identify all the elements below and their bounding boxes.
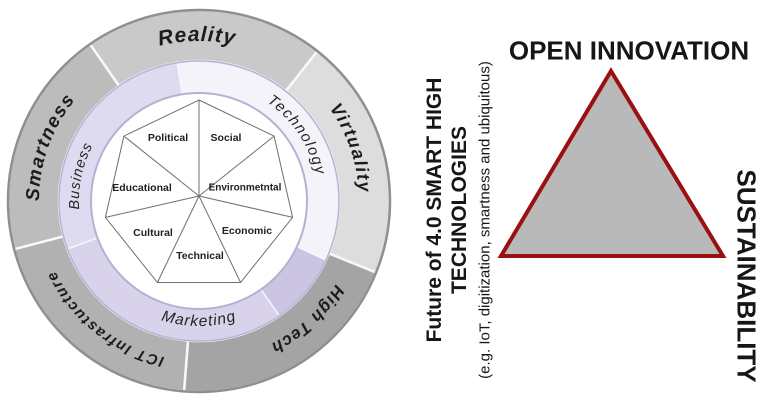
svg-text:Marketing: Marketing	[160, 308, 238, 330]
outer-ring-rim	[6, 8, 392, 394]
open-innovation-label: OPEN INNOVATION	[508, 35, 750, 66]
middle-ring-outer-edge	[58, 60, 340, 342]
triangle-diagram	[497, 67, 727, 258]
heptagon-label-social: Social	[211, 132, 242, 144]
heptagon-label-political: Political	[148, 132, 188, 144]
heptagon-label-educational: Educational	[112, 182, 172, 194]
smart-tech-wheel-diagram: Political Social Educational Environmetn…	[6, 8, 392, 394]
heptagon-label-cultural: Cultural	[133, 227, 173, 239]
heptagon-label-environmental: Environmetntal	[209, 183, 282, 194]
sustainability-label: SUSTAINABILITY	[731, 169, 761, 383]
middle-ring-label-marketing: Marketing	[160, 308, 237, 330]
heptagon-label-economic: Economic	[222, 225, 272, 237]
triangle-shape	[497, 67, 727, 258]
heptagon-label-technical: Technical	[176, 250, 224, 262]
heptagon-spokes	[105, 100, 293, 283]
